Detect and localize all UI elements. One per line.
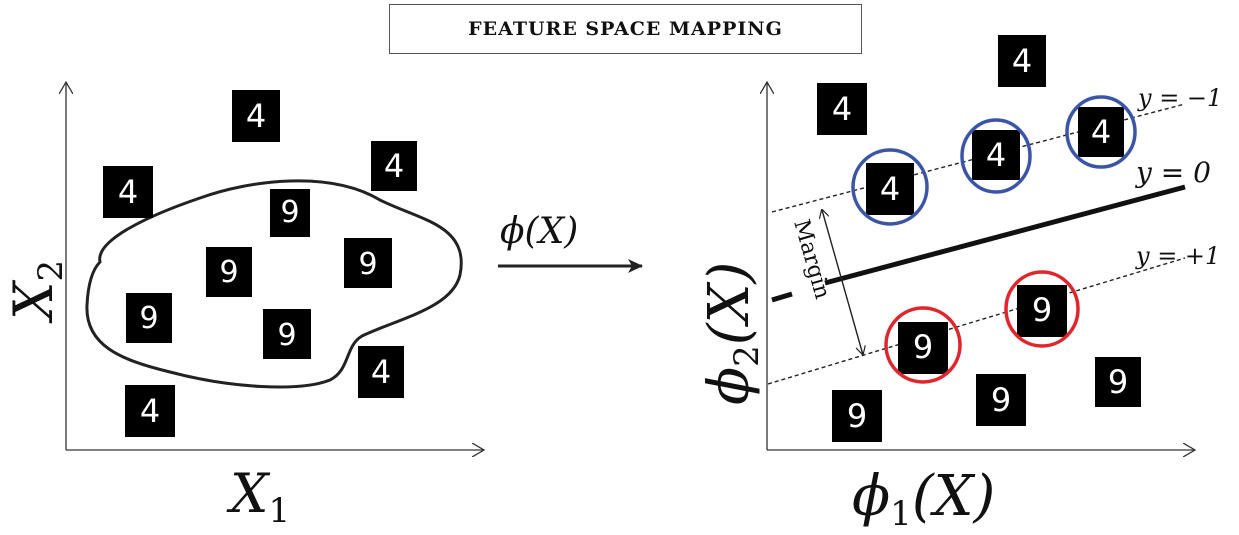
left-digit-9-d: 9 [126, 293, 172, 343]
line-label-top: y = −1 [1137, 84, 1222, 112]
line-label-bottom: y = +1 [1135, 242, 1220, 270]
svg-text:9: 9 [277, 318, 296, 353]
svg-text:9: 9 [280, 195, 299, 230]
svg-text:ϕ2(X): ϕ2(X) [697, 262, 767, 405]
svg-text:9: 9 [1032, 291, 1052, 329]
margin-arrow [822, 210, 863, 355]
left-digit-9-c: 9 [344, 238, 392, 288]
svg-text:4: 4 [371, 353, 391, 391]
line-label-middle: y = 0 [1134, 156, 1211, 189]
left-digit-9-e: 9 [263, 309, 311, 359]
support-vector-4-c: 4 [1065, 95, 1137, 169]
right-digit-4-outer-b: 4 [817, 83, 867, 135]
left-digit-4-a: 4 [232, 90, 280, 142]
right-x-axis-label: ϕ1(X) [852, 464, 995, 534]
right-plot: Margin y = −1 y = 0 y = +1 4 4 4 [697, 35, 1222, 534]
svg-text:9: 9 [991, 381, 1011, 419]
svg-text:9: 9 [847, 397, 867, 435]
svg-text:X2: X2 [2, 260, 71, 324]
right-digit-9-outer-b: 9 [976, 374, 1026, 426]
left-digit-4-e: 4 [125, 385, 175, 437]
svg-text:4: 4 [832, 90, 852, 128]
left-digit-4-c: 4 [103, 166, 153, 218]
lower-margin-line [767, 257, 1186, 385]
support-vector-4-a: 4 [851, 148, 929, 226]
svg-text:9: 9 [1108, 363, 1128, 401]
support-vector-9-a: 9 [884, 306, 962, 384]
support-vector-9-b: 9 [1004, 270, 1080, 348]
mapping-label: ϕ(X) [500, 211, 578, 252]
svg-text:4: 4 [246, 97, 266, 135]
right-digit-9-outer-a: 9 [1095, 357, 1141, 407]
svg-text:4: 4 [1012, 42, 1032, 80]
decision-boundary [824, 184, 1186, 286]
left-y-axis-label: X2 [2, 260, 71, 324]
title-box: FEATURE SPACE MAPPING [389, 4, 862, 54]
decision-boundary-dash [771, 291, 793, 303]
svg-text:4: 4 [986, 136, 1006, 174]
support-vector-4-b: 4 [960, 118, 1032, 194]
svg-text:4: 4 [384, 147, 404, 185]
right-digit-4-outer-a: 4 [998, 35, 1046, 87]
svg-text:9: 9 [913, 328, 933, 366]
svg-text:9: 9 [139, 301, 158, 336]
svg-text:9: 9 [358, 247, 377, 282]
svg-text:4: 4 [880, 170, 900, 208]
left-plot: 9 9 9 9 9 4 [2, 82, 484, 531]
left-digit-9-b: 9 [206, 247, 252, 297]
diagram-title: FEATURE SPACE MAPPING [468, 18, 783, 40]
svg-text:4: 4 [118, 173, 138, 211]
right-digit-9-outer-c: 9 [832, 390, 882, 442]
left-digit-4-d: 4 [358, 346, 404, 398]
left-x-axis-label: X1 [226, 462, 290, 531]
left-digit-9-a: 9 [270, 189, 310, 237]
right-y-axis-label: ϕ2(X) [697, 262, 767, 405]
left-digit-4-b: 4 [371, 141, 417, 191]
class-boundary-blob [85, 179, 463, 389]
svg-text:4: 4 [140, 392, 160, 430]
svg-text:9: 9 [219, 255, 238, 290]
mapping-arrow-group: ϕ(X) [498, 211, 643, 273]
svg-text:4: 4 [1091, 113, 1111, 151]
